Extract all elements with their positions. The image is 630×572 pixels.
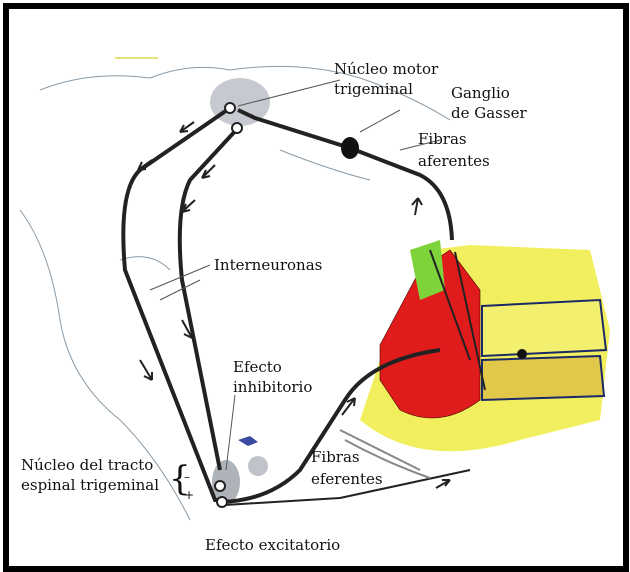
arrow-6 [140,360,152,380]
label-fibras-eferentes-2: eferentes [311,470,383,488]
minus-sign: – [184,468,190,486]
lower-teeth [482,356,604,400]
gasser-ganglion [341,137,359,159]
label-nucleo-tracto-1: Núcleo del tracto [21,456,153,474]
gray-spot [248,456,268,476]
label-nucleo-motor-1: Núcleo motor [334,60,438,78]
arrow-9 [436,480,450,488]
arrow-7 [412,198,422,215]
label-ganglio-1: Ganglio [451,84,510,102]
plus-sign: + [184,486,194,504]
label-fibras-eferentes-1: Fibras [311,448,360,466]
label-nucleo-motor-2: trigeminal [334,80,413,98]
label-interneuronas: Interneuronas [214,256,322,274]
motor-node-1 [225,103,235,113]
upper-teeth [482,300,606,356]
jaw-joint-dot [517,349,527,359]
arrow-1 [180,122,194,132]
spinal-node-2 [217,497,227,507]
blue-mark [238,436,258,446]
label-fibras-aferentes-1: Fibras [418,130,467,148]
label-nucleo-tracto-2: espinal trigeminal [21,476,159,494]
label-ganglio-2: de Gasser [451,104,527,122]
label-efecto-inhibitorio-1: Efecto [233,358,282,376]
motor-node-2 [232,123,242,133]
label-efecto-excitatorio: Efecto excitatorio [205,536,340,554]
label-fibras-aferentes-2: aferentes [418,152,490,170]
inner-pathway [180,128,238,470]
label-efecto-inhibitorio-2: inhibitorio [233,378,312,396]
spinal-node-1 [215,481,225,491]
jaw-illustration [360,240,610,451]
